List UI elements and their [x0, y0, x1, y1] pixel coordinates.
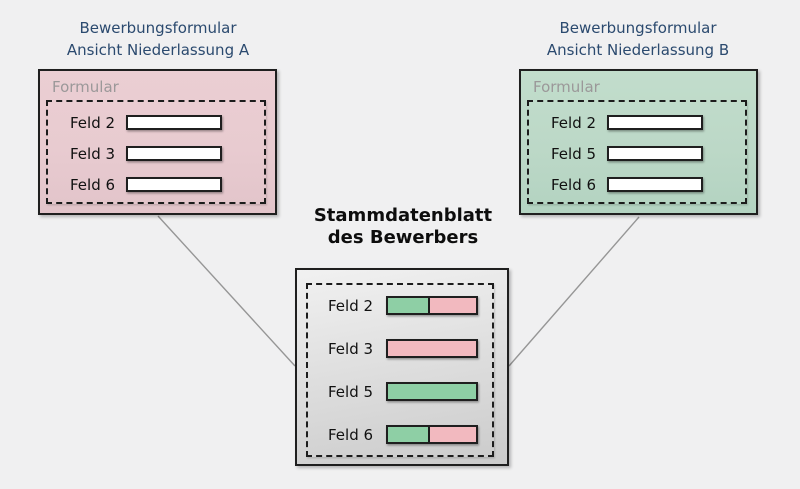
panel-a-title-line2: Ansicht Niederlassung A — [66, 41, 250, 59]
bar-segment — [430, 427, 476, 442]
form-a-group-label: Formular — [52, 78, 119, 96]
form-b-row-feld2: Feld 2 — [529, 113, 745, 132]
form-box-a: Formular Feld 2 Feld 3 Feld 6 — [38, 69, 277, 215]
field-input-box — [607, 146, 703, 161]
field-label: Feld 2 — [551, 113, 597, 132]
bar-segment — [388, 298, 431, 313]
field-input-box — [126, 115, 222, 130]
field-label: Feld 2 — [328, 296, 374, 315]
stamm-bar-0 — [386, 296, 478, 315]
stamm-row-feld2: Feld 2 — [308, 296, 492, 315]
stamm-row-feld6: Feld 6 — [308, 425, 492, 444]
form-b-row-feld5: Feld 5 — [529, 144, 745, 163]
field-label: Feld 3 — [70, 144, 116, 163]
field-input-box — [607, 177, 703, 192]
panel-a-title-line1: Bewerbungsformular — [79, 19, 237, 37]
form-b-group-label: Formular — [533, 78, 600, 96]
field-input-box — [126, 146, 222, 161]
stammdatenblatt-box: Feld 2 Feld 3 Feld 5 Feld 6 — [295, 268, 509, 466]
bar-segment — [430, 298, 476, 313]
panel-b-title-line2: Ansicht Niederlassung B — [546, 41, 730, 59]
stamm-row-feld3: Feld 3 — [308, 339, 492, 358]
form-a-fieldset: Feld 2 Feld 3 Feld 6 — [46, 100, 266, 204]
stamm-bar-1 — [386, 339, 478, 358]
field-label: Feld 6 — [70, 175, 116, 194]
panel-a-title: Bewerbungsformular Ansicht Niederlassung… — [38, 17, 278, 61]
form-box-b: Formular Feld 2 Feld 5 Feld 6 — [519, 69, 758, 215]
panel-b-title-line1: Bewerbungsformular — [559, 19, 717, 37]
form-a-row-feld6: Feld 6 — [48, 175, 264, 194]
stammdatenblatt-title-line2: des Bewerbers — [327, 227, 479, 248]
field-label: Feld 6 — [328, 425, 374, 444]
form-a-row-feld2: Feld 2 — [48, 113, 264, 132]
field-label: Feld 6 — [551, 175, 597, 194]
stamm-bar-2 — [386, 382, 478, 401]
field-label: Feld 3 — [328, 339, 374, 358]
stamm-row-feld5: Feld 5 — [308, 382, 492, 401]
bar-segment — [388, 384, 476, 399]
field-input-box — [607, 115, 703, 130]
stamm-bar-3 — [386, 425, 478, 444]
stammdatenblatt-fieldset: Feld 2 Feld 3 Feld 5 Feld 6 — [306, 283, 494, 457]
panel-b-title: Bewerbungsformular Ansicht Niederlassung… — [518, 17, 758, 61]
bar-segment — [388, 427, 431, 442]
form-b-row-feld6: Feld 6 — [529, 175, 745, 194]
bar-segment — [388, 341, 476, 356]
field-label: Feld 5 — [328, 382, 374, 401]
form-a-row-feld3: Feld 3 — [48, 144, 264, 163]
field-label: Feld 5 — [551, 144, 597, 163]
form-b-fieldset: Feld 2 Feld 5 Feld 6 — [527, 100, 747, 204]
field-input-box — [126, 177, 222, 192]
field-label: Feld 2 — [70, 113, 116, 132]
stammdatenblatt-title-line1: Stammdatenblatt — [313, 205, 493, 226]
connector-line-a — [157, 215, 296, 367]
stammdatenblatt-title: Stammdatenblatt des Bewerbers — [298, 205, 508, 249]
connector-line-b — [508, 216, 640, 367]
